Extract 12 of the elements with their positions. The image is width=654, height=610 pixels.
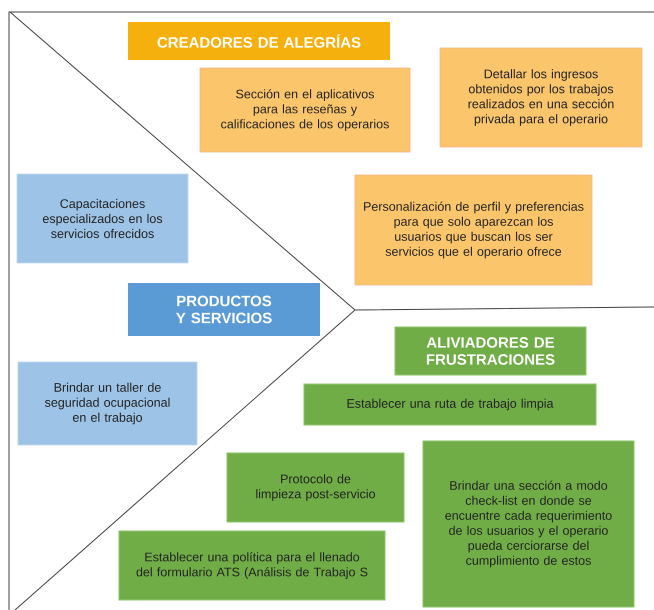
idea-box: Capacitaciones especializados en los servicios ofrecidos <box>16 174 188 264</box>
idea-box: Establecer una ruta de trabajo limpia <box>304 384 596 426</box>
idea-box: Personalización de perfil y preferencias para que solo aparezcan los usuarios que buscan los ser servicios que el operario ofrece <box>354 174 592 286</box>
heading-label: ALIVIADORES DE FRUSTRACIONES <box>394 326 586 376</box>
heading-label: CREADORES DE ALEGRÍAS <box>128 22 390 60</box>
idea-box: Detallar los ingresos obtenidos por los trabajos realizados en una sección privada para el operario <box>440 48 642 148</box>
idea-box: Sección en el aplicativos para las reseñas y calificaciones de los operarios <box>200 68 410 152</box>
heading-label: PRODUCTOS Y SERVICIOS <box>128 283 320 336</box>
idea-box: Establecer una política para el llenado del formulario ATS (Análisis de Trabajo S <box>118 530 386 600</box>
idea-box: Brindar un taller de seguridad ocupacional en el trabajo <box>18 362 198 446</box>
idea-box: Brindar una sección a modo check-list en donde se encuentre cada requerimiento de los usuarios y el operario pueda cerciorarse del cumplimiento de estos <box>422 440 634 608</box>
idea-box: Protocolo de limpieza post-servicio <box>226 452 404 522</box>
